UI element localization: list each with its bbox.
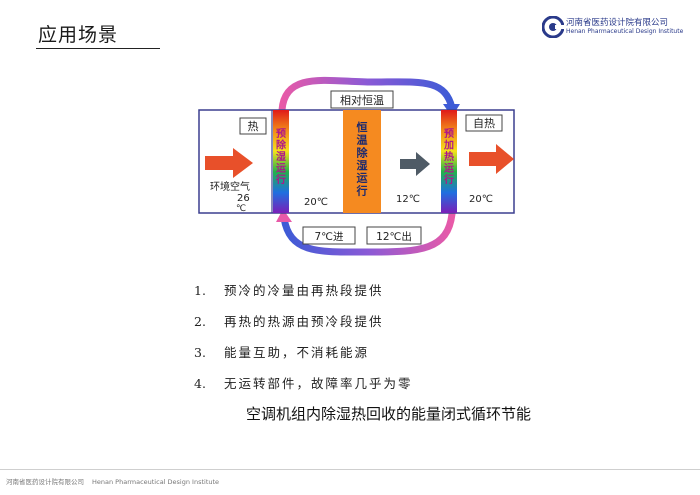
heat-recovery-diagram: 预除湿运行 恒温除湿运行 预加热运行 热 自热 相对恒温 环境空气 26 ℃ 2… [198,76,515,256]
water-in-tag [302,226,356,245]
list-item: 3. 能量互助，不消耗能源 [194,342,369,361]
list-item-number: 3. [194,345,206,360]
dehumidify-coil [343,110,381,213]
org-name-en: Henan Pharmaceutical Design Institute [566,28,684,35]
relative-constant-temp-tag [330,90,394,109]
heat-tag [239,117,267,135]
preheat-coil [441,110,457,213]
footer-org-en: Henan Pharmaceutical Design Institute [92,478,220,486]
list-item: 1. 预冷的冷量由再热段提供 [194,280,384,299]
list-item: 2. 再热的热源由预冷段提供 [194,311,384,330]
title-underline [36,48,160,49]
ambient-temp-unit: ℃ [236,204,246,214]
reheat-tag-text: 自热 [473,117,495,130]
precool-coil [273,110,289,213]
page-title: 应用场景 [38,24,119,46]
outlet-air-arrow [469,144,514,174]
inlet-air-arrow [205,148,253,178]
footer-divider [0,469,700,470]
list-item-number: 4. [194,376,206,391]
list-item-text: 能量互助，不消耗能源 [224,345,370,360]
ambient-temp-value: 26 [237,193,250,204]
relative-constant-temp-text: 相对恒温 [340,93,384,107]
heat-tag-text: 热 [248,120,259,133]
org-name-cn: 河南省医药设计院有限公司 [566,18,669,28]
supply-air-temp: 20℃ [469,194,493,205]
list-item-text: 再热的热源由预冷段提供 [224,314,384,329]
bottom-loop-arrow [280,210,456,256]
list-item-text: 无运转部件，故障率几乎为零 [224,376,413,391]
top-loop-arrow [278,76,456,114]
preheat-label: 预加热运行 [443,128,454,186]
list-item-text: 预冷的冷量由再热段提供 [224,283,384,298]
footer: 河南省医药设计院有限公司 Henan Pharmaceutical Design … [6,476,219,486]
ambient-air-label: 环境空气 [210,180,250,193]
diagram-caption: 空调机组内除湿热回收的能量闭式循环节能 [246,405,532,423]
dehumidify-label: 恒温除湿运行 [356,120,369,197]
mid-air-arrow [400,152,430,176]
institute-logo-icon [542,16,564,38]
water-in-text: 7℃进 [315,231,344,243]
water-out-tag [366,226,422,245]
temp-after-dehumidify: 12℃ [396,194,420,205]
bottom-loop-arrowhead [276,209,292,222]
list-item-number: 2. [194,314,206,329]
footer-org-cn: 河南省医药设计院有限公司 [6,478,84,486]
list-item-number: 1. [194,283,206,298]
temp-after-precool: 20℃ [304,197,328,208]
water-out-text: 12℃出 [376,230,412,243]
precool-label: 预除湿运行 [275,128,287,186]
list-item: 4. 无运转部件，故障率几乎为零 [194,373,413,392]
reheat-tag [465,114,503,132]
